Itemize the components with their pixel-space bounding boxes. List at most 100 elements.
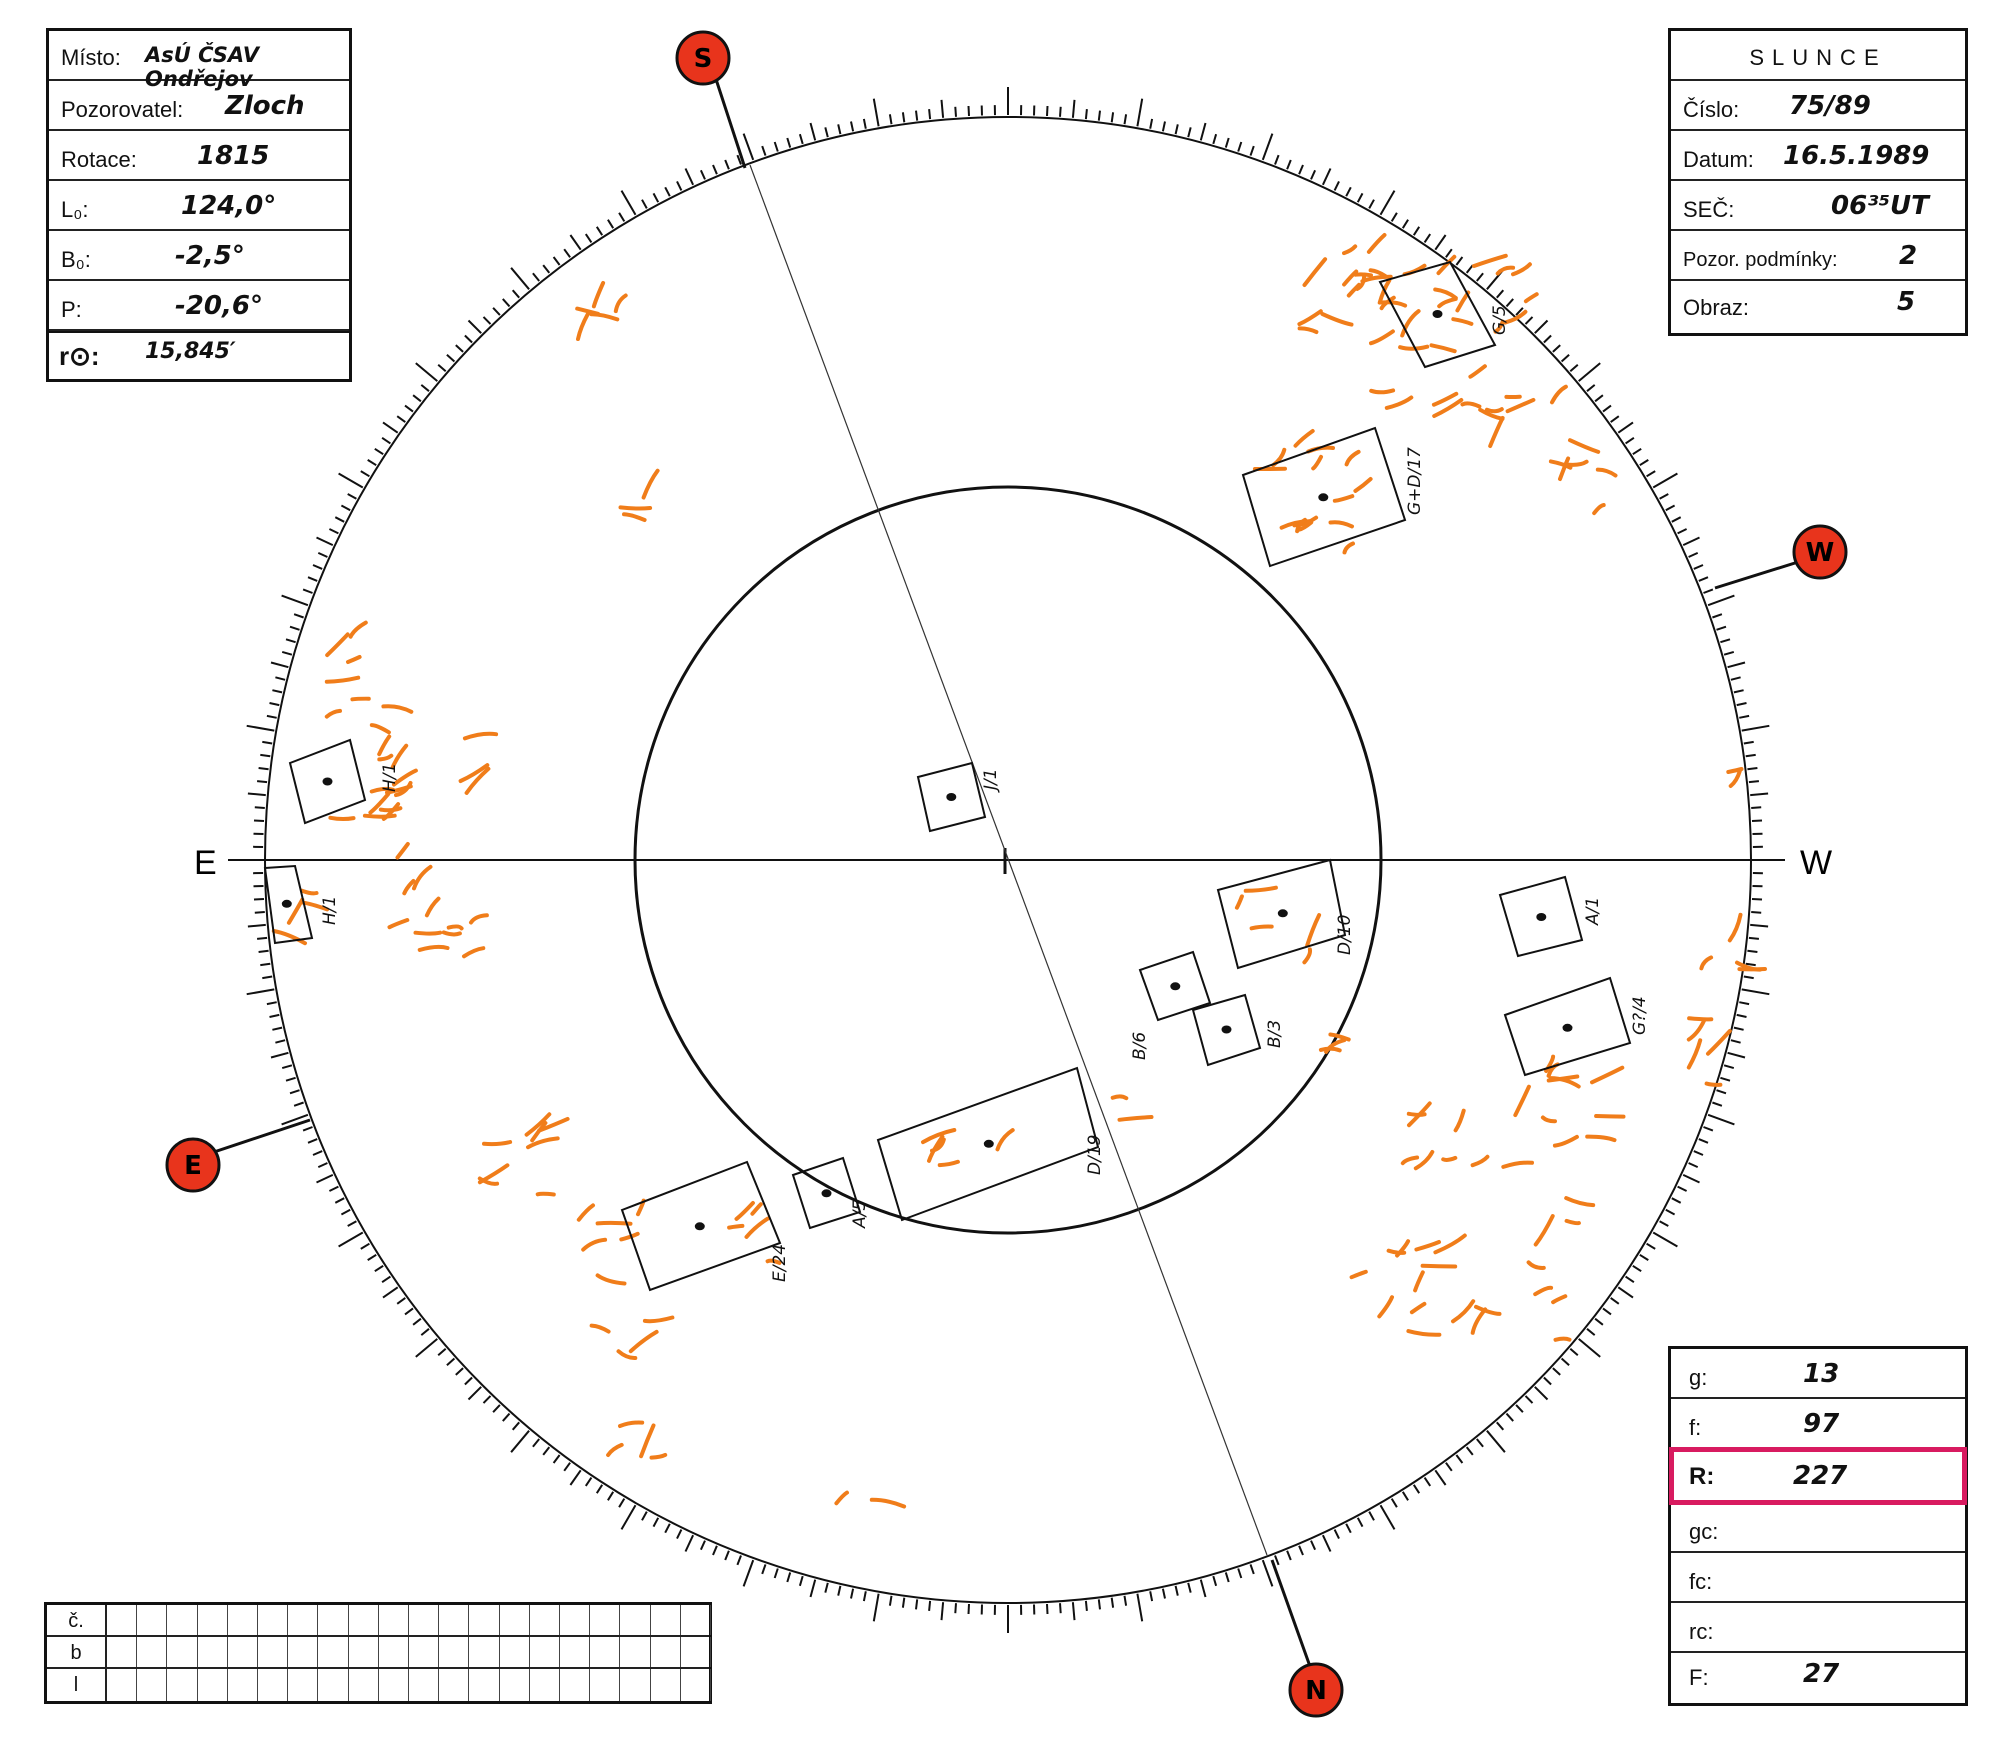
facula-stroke: [394, 781, 413, 798]
scale-tick: [404, 1307, 414, 1316]
facula-stroke: [921, 1128, 957, 1145]
facula-stroke: [576, 1203, 595, 1222]
scale-tick: [502, 1412, 511, 1422]
facula-stroke: [613, 293, 628, 314]
l0-label: L₀:: [61, 197, 89, 222]
scale-tick: [1733, 1026, 1744, 1031]
scale-tick: [761, 145, 767, 156]
scale-tick: [872, 98, 880, 127]
scale-tick: [1748, 936, 1759, 940]
scale-tick: [396, 415, 406, 423]
scale-tick: [455, 344, 464, 353]
facula-stroke: [1706, 1029, 1732, 1056]
sunspot-group-box: [1378, 260, 1497, 369]
scale-tick: [1465, 1446, 1474, 1456]
scale-tick: [850, 121, 855, 132]
sec-label: SEČ:: [1683, 197, 1735, 222]
sunspot: [322, 777, 333, 786]
scale-tick: [1552, 1367, 1561, 1376]
row-R: R: 227: [1669, 1447, 1967, 1505]
facula-stroke: [1293, 429, 1315, 448]
sunspot: [1562, 1023, 1573, 1032]
F-label: F:: [1689, 1665, 1709, 1690]
rotace-label: Rotace:: [61, 147, 137, 172]
grid-row-label: l: [47, 1669, 107, 1701]
row-r0: r⊙: 15,845′: [49, 331, 349, 375]
west-badge-label: W: [1806, 538, 1835, 568]
sunspot-group-box: [916, 761, 987, 833]
scale-tick: [850, 1588, 855, 1599]
grid-cell: [318, 1605, 349, 1635]
scale-tick: [312, 564, 323, 570]
grid-cell: [439, 1669, 470, 1701]
facula-stroke: [1523, 292, 1539, 304]
pozorovatel-label: Pozorovatel:: [61, 97, 184, 122]
scale-tick: [618, 1498, 626, 1508]
cislo-label: Číslo:: [1683, 97, 1740, 122]
grid-cell: [258, 1637, 289, 1667]
facula-stroke: [1495, 265, 1516, 276]
scale-tick: [954, 1603, 957, 1614]
scale-tick: [1161, 1588, 1166, 1599]
row-obraz: Obraz: 5: [1671, 281, 1965, 327]
facula-stroke: [1686, 1018, 1707, 1042]
facula-stroke: [1687, 1016, 1714, 1022]
scale-tick: [1682, 1173, 1700, 1184]
row-gc: gc:: [1671, 1503, 1965, 1553]
scale-tick: [1741, 988, 1770, 996]
scale-tick: [1097, 1599, 1101, 1610]
scale-tick: [1149, 118, 1154, 129]
scale-tick: [532, 1438, 540, 1448]
facula-stroke: [378, 806, 403, 813]
grid-cell: [349, 1637, 379, 1667]
scale-tick: [360, 1242, 370, 1250]
grid-cell: [288, 1605, 319, 1635]
scale-tick: [862, 118, 867, 129]
scale-tick: [269, 1013, 280, 1018]
grid-cell: [560, 1669, 591, 1701]
scale-tick: [1445, 248, 1453, 258]
scale-tick: [1261, 133, 1274, 161]
grid-cell: [681, 1605, 711, 1635]
facula-stroke: [1592, 503, 1606, 516]
facula-stroke: [535, 1191, 556, 1197]
facula-stroke: [1451, 1299, 1476, 1324]
scale-tick: [1455, 1454, 1464, 1464]
facula-stroke: [1550, 384, 1568, 405]
facula-stroke: [618, 505, 653, 511]
scale-tick: [676, 1529, 683, 1540]
facula-stroke: [1511, 262, 1532, 277]
sunspot-group-box: [1503, 976, 1632, 1077]
facula-stroke: [1526, 1260, 1546, 1270]
facula-stroke: [346, 655, 362, 664]
scale-tick: [1594, 394, 1604, 403]
scale-tick: [340, 504, 351, 512]
scale-tick: [1688, 1162, 1699, 1169]
scale-tick: [1136, 98, 1144, 127]
scale-tick: [260, 753, 271, 758]
r0-value: 15,845′: [145, 339, 236, 364]
grid-cell: [228, 1637, 258, 1667]
misto-label: Místo:: [61, 45, 121, 70]
group-label: E/24: [770, 1244, 790, 1282]
grid-cell: [560, 1605, 591, 1635]
facula-stroke: [324, 708, 342, 719]
scale-tick: [1333, 180, 1340, 191]
grid-cell: [681, 1637, 711, 1667]
scale-tick: [258, 949, 269, 953]
scale-tick: [569, 234, 582, 251]
scale-tick: [1390, 212, 1398, 222]
scale-tick: [412, 394, 422, 403]
scale-tick: [901, 112, 906, 123]
scale-tick: [1665, 504, 1676, 512]
facula-stroke: [1699, 955, 1714, 971]
facula-stroke: [413, 930, 443, 936]
facula-stroke: [1728, 768, 1742, 788]
facula-stroke: [390, 743, 409, 770]
grid-row-label: č.: [47, 1605, 107, 1635]
scale-tick: [1750, 923, 1769, 928]
facula-stroke: [1117, 1115, 1154, 1122]
grid-cell: [228, 1605, 258, 1635]
grid-cell: [379, 1669, 409, 1701]
row-podminky: Pozor. podmínky: 2: [1671, 231, 1965, 281]
